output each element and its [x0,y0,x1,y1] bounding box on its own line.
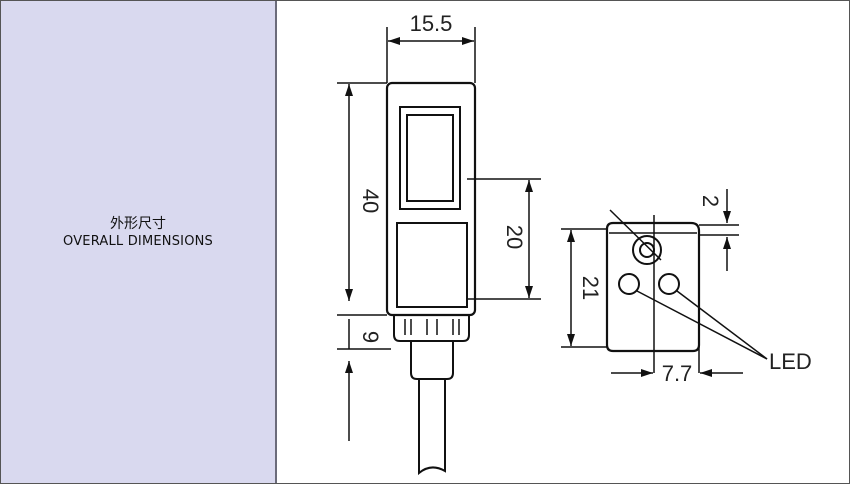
dim-side-width-text: 7.7 [662,361,693,386]
side-view-lens-inner [639,242,655,258]
side-view-body [605,221,701,353]
dim-offset-text: 2 [698,195,723,207]
dim-width-text: 15.5 [410,11,453,36]
led-right [658,273,680,295]
sensor-cable-gland [410,341,454,380]
sensor-window-inner [406,114,454,202]
caption-title-zh: 外形尺寸 [110,216,166,232]
led-left [618,273,640,295]
led-label: LED [769,349,812,374]
dim-height-text: 40 [358,189,383,213]
dim-side-height-text: 21 [578,276,603,300]
front-view [337,27,541,476]
sensor-connector [393,315,470,342]
caption-panel: 外形尺寸 OVERALL DIMENSIONS [1,1,277,483]
dim-base-text: 9 [358,331,383,343]
side-view [561,189,768,377]
side-view-lens-outer [632,235,662,265]
sensor-lower-panel [396,222,468,308]
sensor-window-outer [399,106,461,210]
caption-title-en: OVERALL DIMENSIONS [62,234,214,249]
dim-window-text: 20 [502,225,527,249]
sensor-body [385,81,477,317]
sensor-cable [418,379,446,476]
caption-block: 外形尺寸 OVERALL DIMENSIONS [1,215,275,251]
